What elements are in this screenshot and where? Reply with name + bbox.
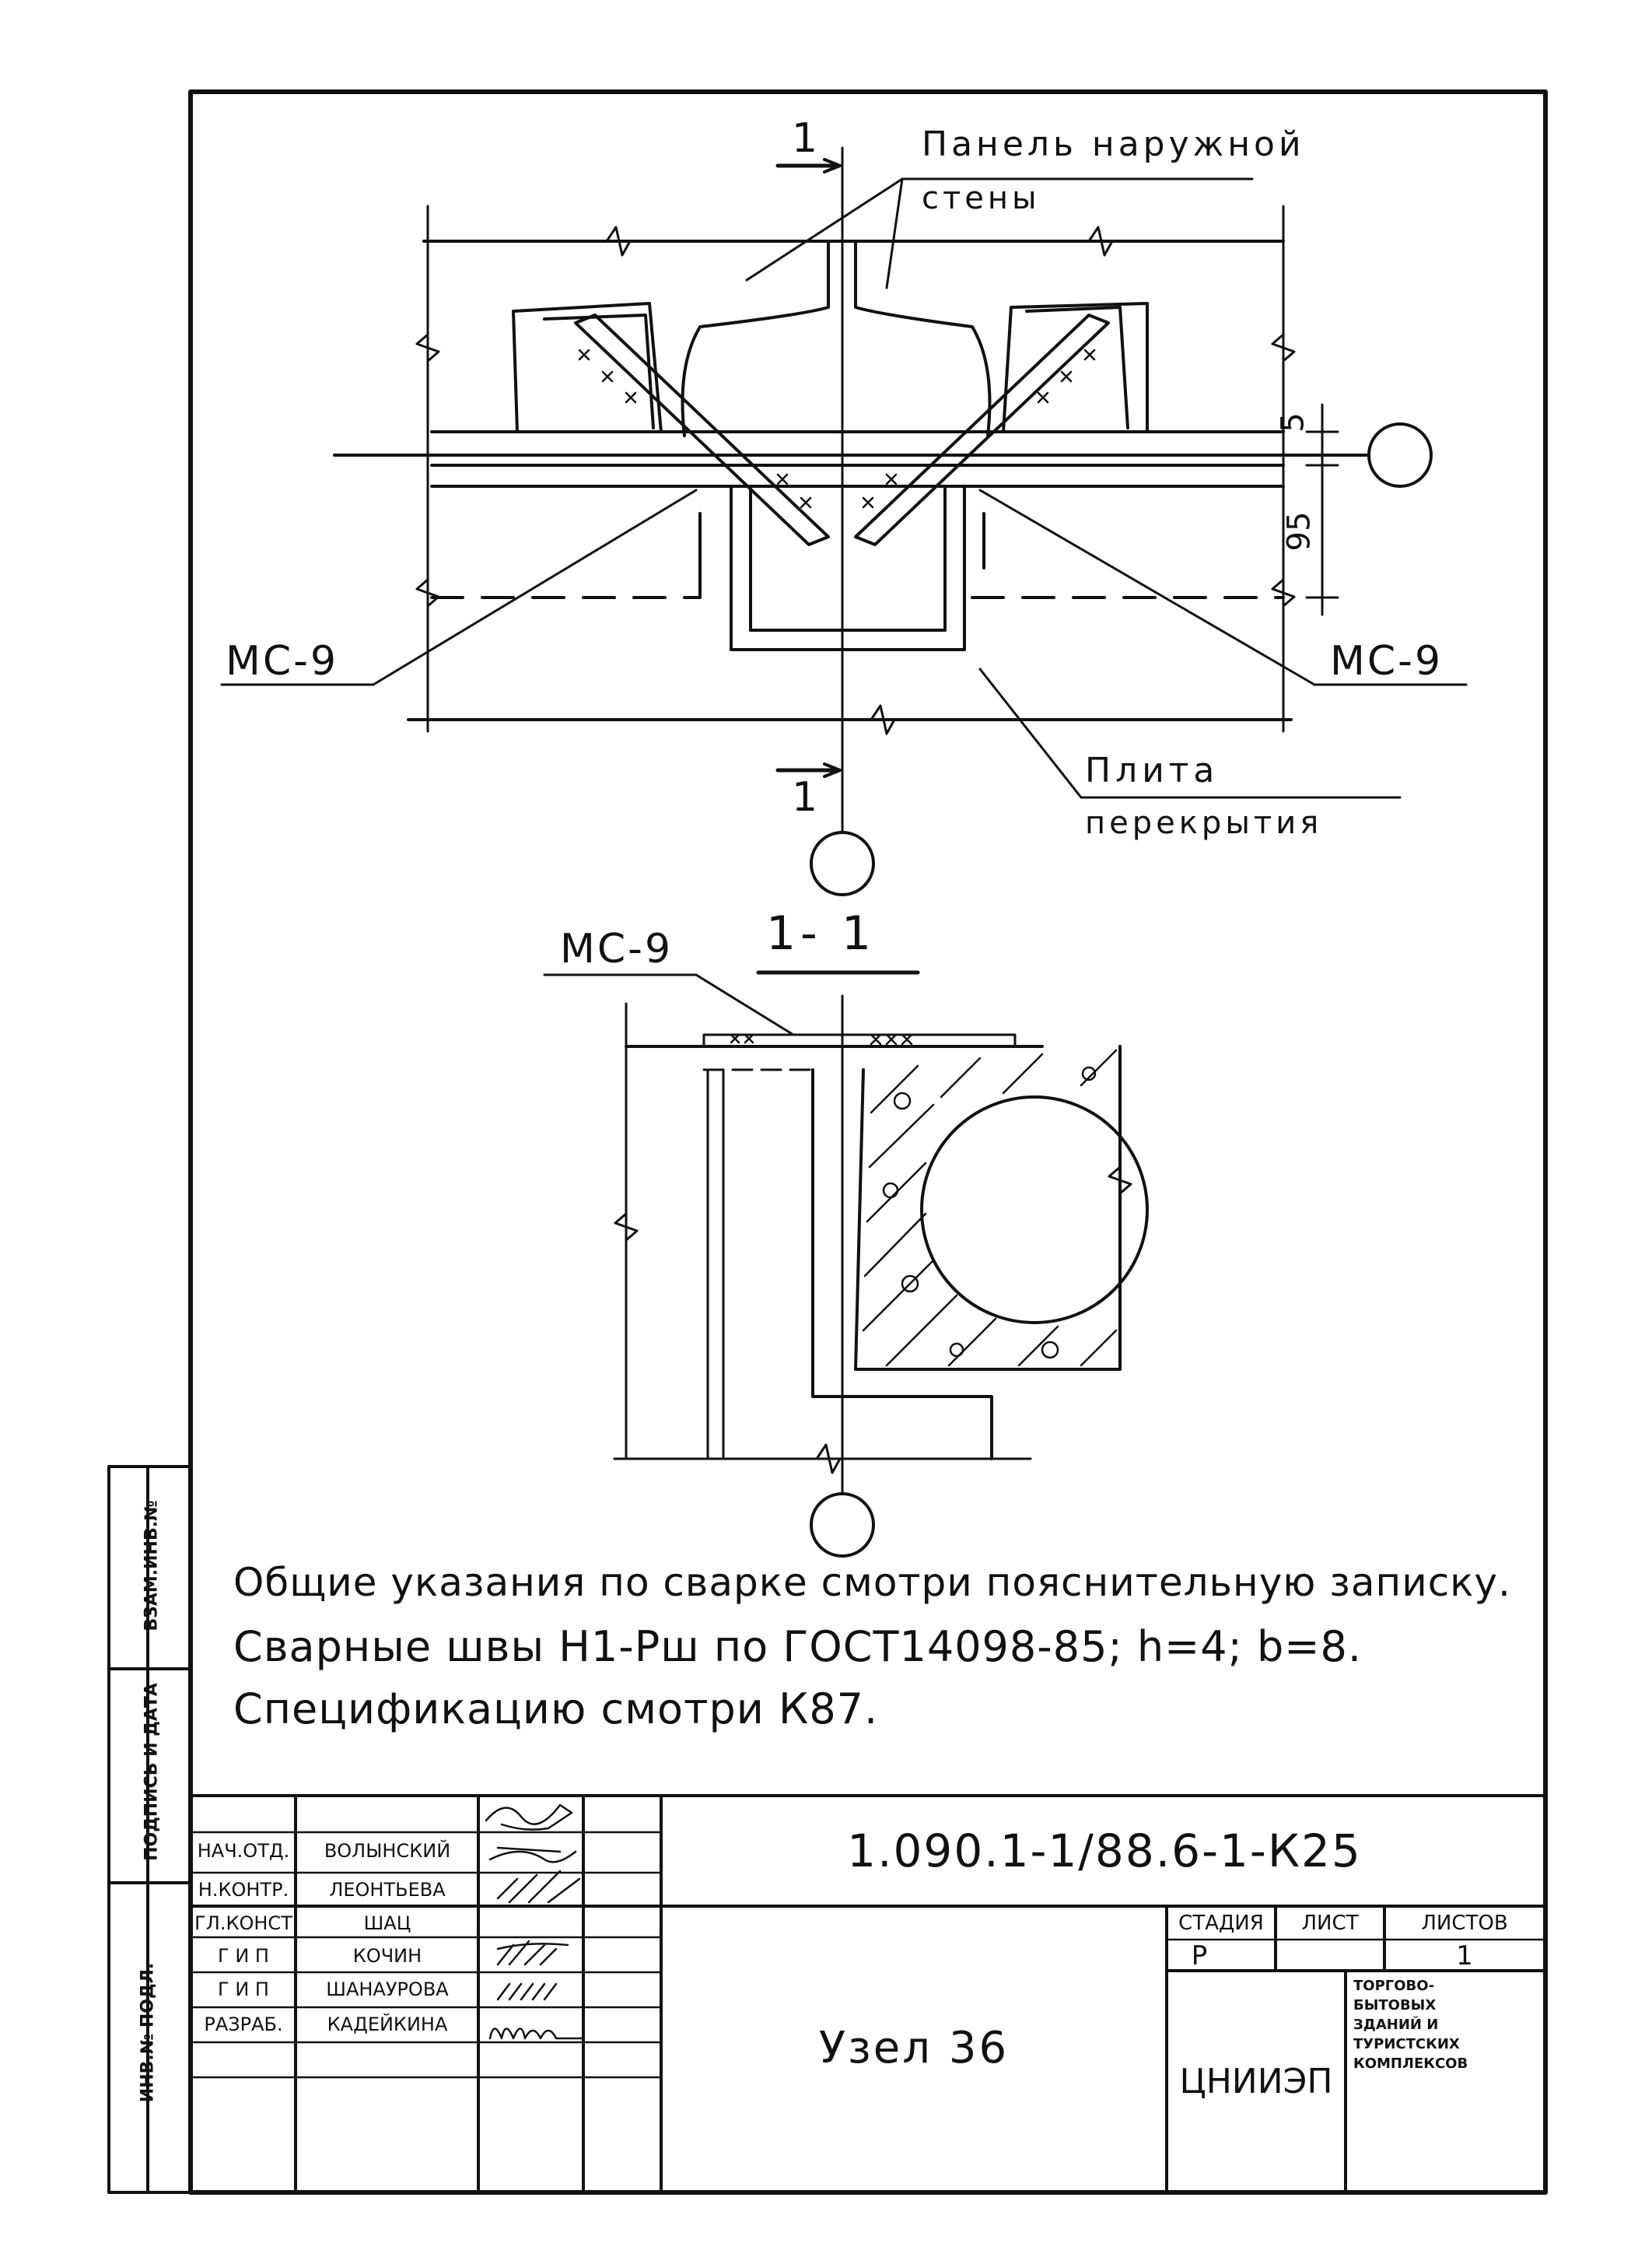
- name-leontyeva: ЛЕОНТЬЕВА: [329, 1879, 446, 1901]
- role-razrab: РАЗРАБ.: [204, 2013, 283, 2035]
- org-desc-3: ЗДАНИЙ И: [1353, 2017, 1439, 2033]
- org-desc-1: ТОРГОВО-: [1353, 1978, 1435, 1994]
- name-volynsky: ВОЛЫНСКИЙ: [324, 1840, 451, 1862]
- panel-label-line2: стены: [922, 180, 1041, 216]
- stamp-vzam-inv: ВЗАМ.ИНВ.№: [142, 1500, 162, 1631]
- stamp-inv-podl: ИНВ.№ ПОДЛ.: [138, 1962, 158, 2103]
- name-kochin: КОЧИН: [352, 1945, 422, 1967]
- section-part-label: МС-9: [560, 926, 674, 973]
- side-stamp: [107, 1465, 192, 2194]
- panel-label-line1: Панель наружной: [922, 124, 1305, 164]
- section-mark-top: 1: [792, 115, 818, 162]
- note-line-1: Общие указания по сварке смотри поясните…: [233, 1560, 1511, 1605]
- org-desc-5: КОМПЛЕКСОВ: [1353, 2055, 1468, 2072]
- sheets-header: ЛИСТОВ: [1421, 1912, 1508, 1935]
- org-desc-4: ТУРИСТСКИХ: [1353, 2036, 1460, 2052]
- name-shats: ШАЦ: [363, 1912, 411, 1934]
- section-title: 1- 1: [766, 906, 877, 961]
- name-shanaurova: ШАНАУРОВА: [326, 1978, 449, 2000]
- name-kadeykina: КАДЕЙКИНА: [327, 2013, 448, 2035]
- plan-view: [220, 146, 1468, 896]
- stamp-podpis-data: ПОДПИСЬ И ДАТА: [142, 1683, 162, 1861]
- slab-label-line1: Плита: [1085, 751, 1220, 790]
- stage-header: СТАДИЯ: [1178, 1912, 1264, 1935]
- sheet-header: ЛИСТ: [1301, 1912, 1359, 1935]
- dimension-5: 5: [1275, 412, 1311, 433]
- section-mark-bottom: 1: [792, 774, 818, 821]
- signatures: [485, 1803, 585, 2040]
- drawing-frame: [188, 89, 1548, 2195]
- note-line-3: Спецификацию смотри К87.: [233, 1684, 879, 1733]
- sheet-name: Узел 36: [818, 2023, 1010, 2073]
- note-line-2: Сварные швы Н1-Рш по ГОСТ14098-85; h=4; …: [233, 1622, 1363, 1671]
- role-gl-konst: ГЛ.КОНСТ: [194, 1912, 292, 1934]
- title-block: [189, 1794, 1547, 2194]
- role-n-kontr: Н.КОНТР.: [198, 1879, 289, 1901]
- section-view: [543, 970, 1149, 1558]
- stage-value: Р: [1191, 1940, 1208, 1971]
- role-gip-2: Г И П: [218, 1978, 269, 2000]
- role-gip-1: Г И П: [218, 1945, 269, 1967]
- org-name: ЦНИИЭП: [1179, 2062, 1333, 2101]
- role-nach-otd: НАЧ.ОТД.: [197, 1840, 290, 1862]
- sheets-value: 1: [1456, 1940, 1473, 1971]
- part-label-left: МС-9: [226, 638, 339, 685]
- org-desc-2: БЫТОВЫХ: [1353, 1997, 1437, 2013]
- document-code: 1.090.1-1/88.6-1-К25: [847, 1824, 1362, 1877]
- slab-label-line2: перекрытия: [1085, 805, 1323, 841]
- part-label-right: МС-9: [1330, 638, 1444, 685]
- dimension-95: 95: [1281, 511, 1318, 552]
